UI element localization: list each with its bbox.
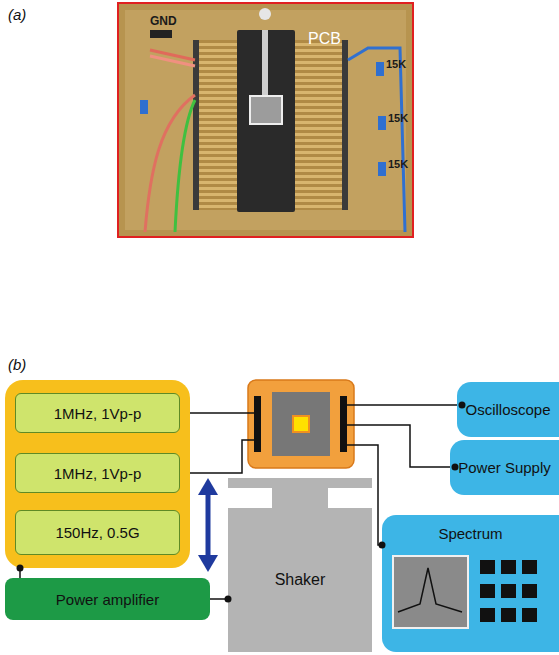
- dut-board: [248, 380, 354, 468]
- wire-dot: [17, 565, 24, 572]
- node-text: 1MHz, 1Vp-p: [54, 405, 142, 422]
- signal-setting-box: 1MHz, 1Vp-p: [15, 393, 180, 433]
- vibration-arrow: [206, 490, 211, 560]
- pcb-board: [118, 3, 413, 237]
- shaker-neck: [272, 488, 328, 508]
- wire: [180, 440, 254, 473]
- pcb-surface: [125, 10, 406, 230]
- node-text: Spectrum: [438, 525, 502, 542]
- arrow-head: [198, 555, 218, 572]
- key: [480, 608, 495, 622]
- pin-header: [342, 40, 348, 210]
- resistor-label: 15K: [388, 112, 408, 124]
- resistor-label: 15K: [386, 58, 406, 70]
- chip-window: [250, 96, 282, 124]
- panel-letter: (b): [8, 356, 26, 373]
- generator-panel: 1MHz, 1Vp-p 1MHz, 1Vp-p 150Hz, 0.5G: [5, 380, 190, 568]
- spectrum-screen: [393, 556, 468, 628]
- wire: [145, 95, 195, 232]
- node-text: 150Hz, 0.5G: [55, 524, 139, 541]
- instrument-box: Power Supply: [450, 440, 559, 495]
- wire-dot: [452, 464, 459, 471]
- wire-dot: [459, 402, 466, 409]
- pin-bar: [254, 396, 261, 452]
- gnd-header: [150, 30, 172, 38]
- key: [522, 560, 537, 574]
- sensor-die: [293, 416, 309, 432]
- pcb-traces: [295, 40, 343, 210]
- node-text: Oscilloscope: [465, 401, 550, 418]
- mount-hole: [259, 8, 271, 20]
- wire: [180, 412, 254, 414]
- part-name: PCB: [308, 30, 341, 48]
- signal-wire: [19, 568, 21, 578]
- node-text: Power Supply: [458, 459, 551, 476]
- wire: [347, 425, 455, 467]
- wire-dot: [225, 596, 232, 603]
- node-text: Shaker: [275, 571, 326, 589]
- key: [522, 608, 537, 622]
- spectrum-peak: [398, 568, 462, 612]
- signal-wire: [210, 598, 228, 600]
- wire: [175, 100, 195, 232]
- key: [501, 608, 516, 622]
- resistor-label: 15K: [388, 158, 408, 170]
- instrument-box: Spectrum: [382, 515, 559, 652]
- jumper: [378, 162, 386, 176]
- wire-dot: [379, 542, 386, 549]
- key: [480, 560, 495, 574]
- keypad: [480, 560, 537, 622]
- key: [501, 560, 516, 574]
- node-text: Power amplifier: [56, 591, 159, 608]
- dut-chip: [272, 392, 330, 456]
- jumper: [376, 62, 384, 76]
- wire: [347, 404, 462, 406]
- pin-label: GND: [150, 14, 177, 28]
- amplifier-box: Power amplifier: [5, 578, 210, 620]
- jumper: [140, 100, 148, 114]
- signal-setting-box: 1MHz, 1Vp-p: [15, 453, 180, 493]
- pcb-traces: [198, 40, 238, 210]
- wire: [150, 56, 195, 66]
- key: [501, 584, 516, 598]
- wire: [348, 48, 405, 232]
- chip-stripe: [262, 30, 268, 96]
- pin-bar: [340, 396, 347, 452]
- instrument-box: Oscilloscope: [457, 382, 559, 437]
- panel-letter: (a): [8, 6, 26, 23]
- jumper: [378, 116, 386, 130]
- node-text: 1MHz, 1Vp-p: [54, 465, 142, 482]
- signal-setting-box: 150Hz, 0.5G: [15, 510, 180, 555]
- key: [480, 584, 495, 598]
- chip-package: [237, 30, 295, 212]
- shaker-body: Shaker: [228, 508, 372, 652]
- shaker-platform: [228, 478, 372, 488]
- arrow-head: [198, 478, 218, 495]
- key: [522, 584, 537, 598]
